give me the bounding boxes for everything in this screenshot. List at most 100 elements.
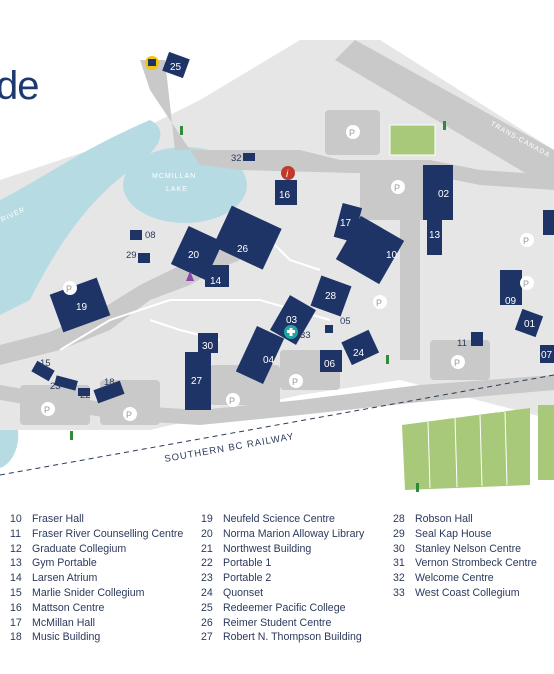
- railway-line: [0, 374, 554, 476]
- parking-icon: P: [226, 393, 240, 407]
- building-number: 15: [40, 358, 51, 369]
- svg-text:P: P: [523, 236, 529, 246]
- building-28: [310, 275, 352, 317]
- building-08: [130, 230, 142, 240]
- building-number: 09: [505, 296, 517, 307]
- svg-text:P: P: [126, 410, 132, 420]
- building-number: 04: [263, 355, 275, 366]
- building-29: [138, 253, 150, 263]
- railway-label: SOUTHERN BC RAILWAY: [164, 431, 296, 465]
- legend-item-number: 21: [201, 542, 213, 555]
- recreation-field: [538, 405, 554, 480]
- legend-item-number: 19: [201, 513, 213, 525]
- parking-icon: P: [346, 125, 360, 139]
- legend-item-number: 16: [10, 601, 22, 614]
- building-03: [270, 295, 316, 345]
- trans-canada-highway: [335, 40, 554, 190]
- lake-label: LAKE: [166, 186, 188, 193]
- building-number: 25: [170, 62, 182, 73]
- legend-item-name: Portable 2: [223, 572, 272, 585]
- legend-item: 17 McMillan Hall: [10, 616, 183, 631]
- legend-item-number: 11: [10, 527, 21, 540]
- road-loop: [0, 248, 240, 365]
- parking-icon: P: [41, 402, 55, 416]
- legend-item-name: West Coast Collegium: [415, 586, 520, 599]
- building-18: [93, 380, 125, 404]
- recreation-field: [402, 408, 530, 490]
- building-number: 30: [202, 341, 214, 352]
- legend-item-name: Portable 1: [223, 557, 272, 570]
- svg-text:P: P: [349, 128, 355, 138]
- hiker-icon: [416, 483, 419, 492]
- legend-item-name: Robson Hall: [415, 513, 473, 525]
- legend-item: 23 Portable 2: [201, 571, 364, 586]
- legend-item-name: Graduate Collegium: [32, 542, 127, 555]
- legend-item-name: Reimer Student Centre: [223, 616, 332, 629]
- building-number: 08: [145, 230, 156, 241]
- legend-item-number: 25: [201, 601, 213, 614]
- parking-icon: P: [373, 295, 387, 309]
- legend-item-name: Redeemer Pacific College: [223, 601, 346, 614]
- building-number: 07: [541, 350, 553, 361]
- building-number: 05: [340, 316, 351, 327]
- building-number: 32: [231, 153, 242, 164]
- building-number: 13: [429, 230, 441, 241]
- bus-stop-icon: [145, 56, 159, 70]
- legend-item-name: Quonset: [223, 586, 264, 599]
- legend-item-number: 12: [10, 542, 22, 555]
- building-number: 16: [279, 190, 291, 201]
- legend-item-name: Mattson Centre: [32, 601, 105, 614]
- svg-text:P: P: [454, 358, 460, 368]
- parking-icon: P: [63, 281, 77, 295]
- building-10: [335, 215, 405, 285]
- parking-icon: P: [289, 374, 303, 388]
- parking-icon: P: [520, 233, 534, 247]
- legend-item-number: 13: [10, 557, 22, 570]
- legend-item-name: McMillan Hall: [32, 616, 95, 629]
- legend-item-number: 17: [10, 616, 22, 629]
- parking-icon: P: [391, 180, 405, 194]
- building-numbers: 25 32 16 02 13 17 10 26 20 14 08 29 19 2…: [40, 62, 553, 401]
- legend-item-name: Stanley Nelson Centre: [415, 542, 521, 555]
- building-number: 06: [324, 359, 336, 370]
- legend-item-number: 20: [201, 527, 213, 540]
- tennis-field: [389, 124, 436, 156]
- legend-item-number: 26: [201, 616, 213, 629]
- hiker-icon: [70, 431, 73, 440]
- hiker-icon: [386, 355, 389, 364]
- building-05: [325, 325, 333, 333]
- campus-map[interactable]: 25 32 16 02 13 17 10 26 20 14 08 29 19 2…: [0, 0, 554, 500]
- building-number: 19: [76, 302, 88, 313]
- legend-item-number: 29: [393, 527, 405, 540]
- building-number: 29: [126, 250, 137, 261]
- legend-item-name: Gym Portable: [32, 557, 97, 570]
- svg-text:P: P: [66, 284, 72, 294]
- building-number: 14: [210, 276, 222, 287]
- legend-item-name: Robert N. Thompson Building: [223, 631, 362, 644]
- svg-text:P: P: [229, 396, 235, 406]
- building-13: [427, 220, 442, 255]
- legend-item-number: 23: [201, 572, 213, 585]
- legend-item-number: 22: [201, 557, 213, 570]
- svg-text:i: i: [286, 169, 289, 180]
- parking-icon: P: [520, 276, 534, 290]
- building-04: [235, 326, 285, 384]
- legend-item-name: Welcome Centre: [415, 572, 494, 585]
- building-number: 01: [524, 319, 536, 330]
- legend-item-number: 10: [10, 513, 22, 525]
- legend-item-name: Norma Marion Alloway Library: [223, 527, 365, 540]
- building-number: 27: [191, 376, 203, 387]
- building-23: [54, 375, 78, 391]
- map-title-fragment: de: [0, 64, 39, 108]
- building-02: [423, 165, 453, 220]
